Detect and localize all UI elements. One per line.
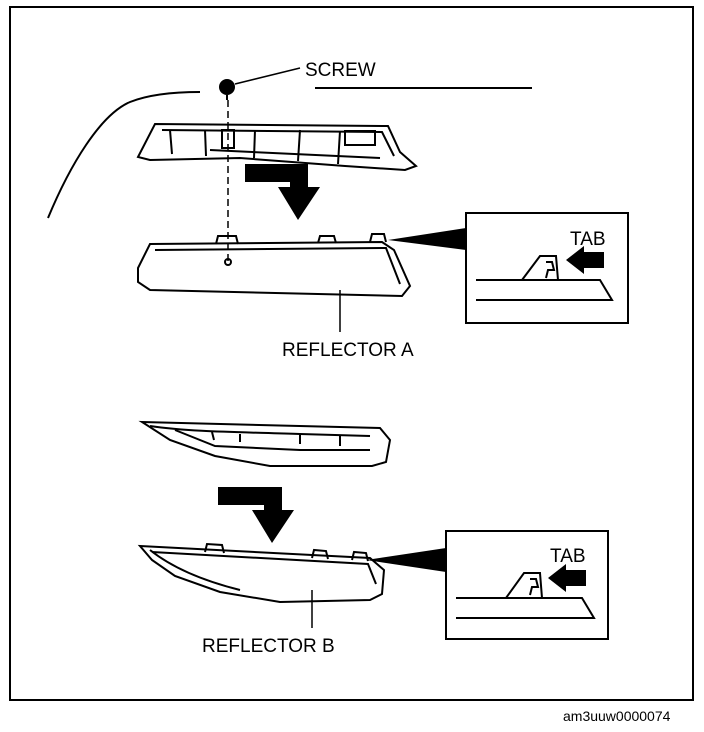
tab-arrow-b-icon	[548, 564, 586, 592]
diagram-frame	[9, 6, 694, 701]
tab-detail-a: TAB	[465, 212, 629, 324]
tab-label-b: TAB	[550, 546, 586, 567]
reflector-a-label: REFLECTOR A	[282, 340, 414, 361]
body-panel-edge	[47, 87, 532, 219]
screw-leader-line	[234, 67, 301, 85]
bent-down-arrow-a	[245, 164, 320, 220]
reflector-a	[137, 233, 412, 298]
reflector-b	[137, 542, 386, 604]
reflector-b-label: REFLECTOR B	[202, 636, 335, 657]
bent-down-arrow-b	[218, 487, 294, 543]
screw-icon	[219, 79, 235, 100]
figure-code: am3uuw0000074	[563, 708, 671, 724]
housing-b	[138, 420, 392, 467]
tab-detail-b: TAB	[445, 530, 609, 640]
housing-a	[136, 122, 418, 172]
screw-label: SCREW	[305, 60, 376, 81]
callout-wedge-b	[366, 548, 446, 572]
tab-label-a: TAB	[570, 229, 606, 250]
callout-wedge-a	[388, 228, 466, 250]
tab-arrow-a-icon	[566, 246, 604, 274]
